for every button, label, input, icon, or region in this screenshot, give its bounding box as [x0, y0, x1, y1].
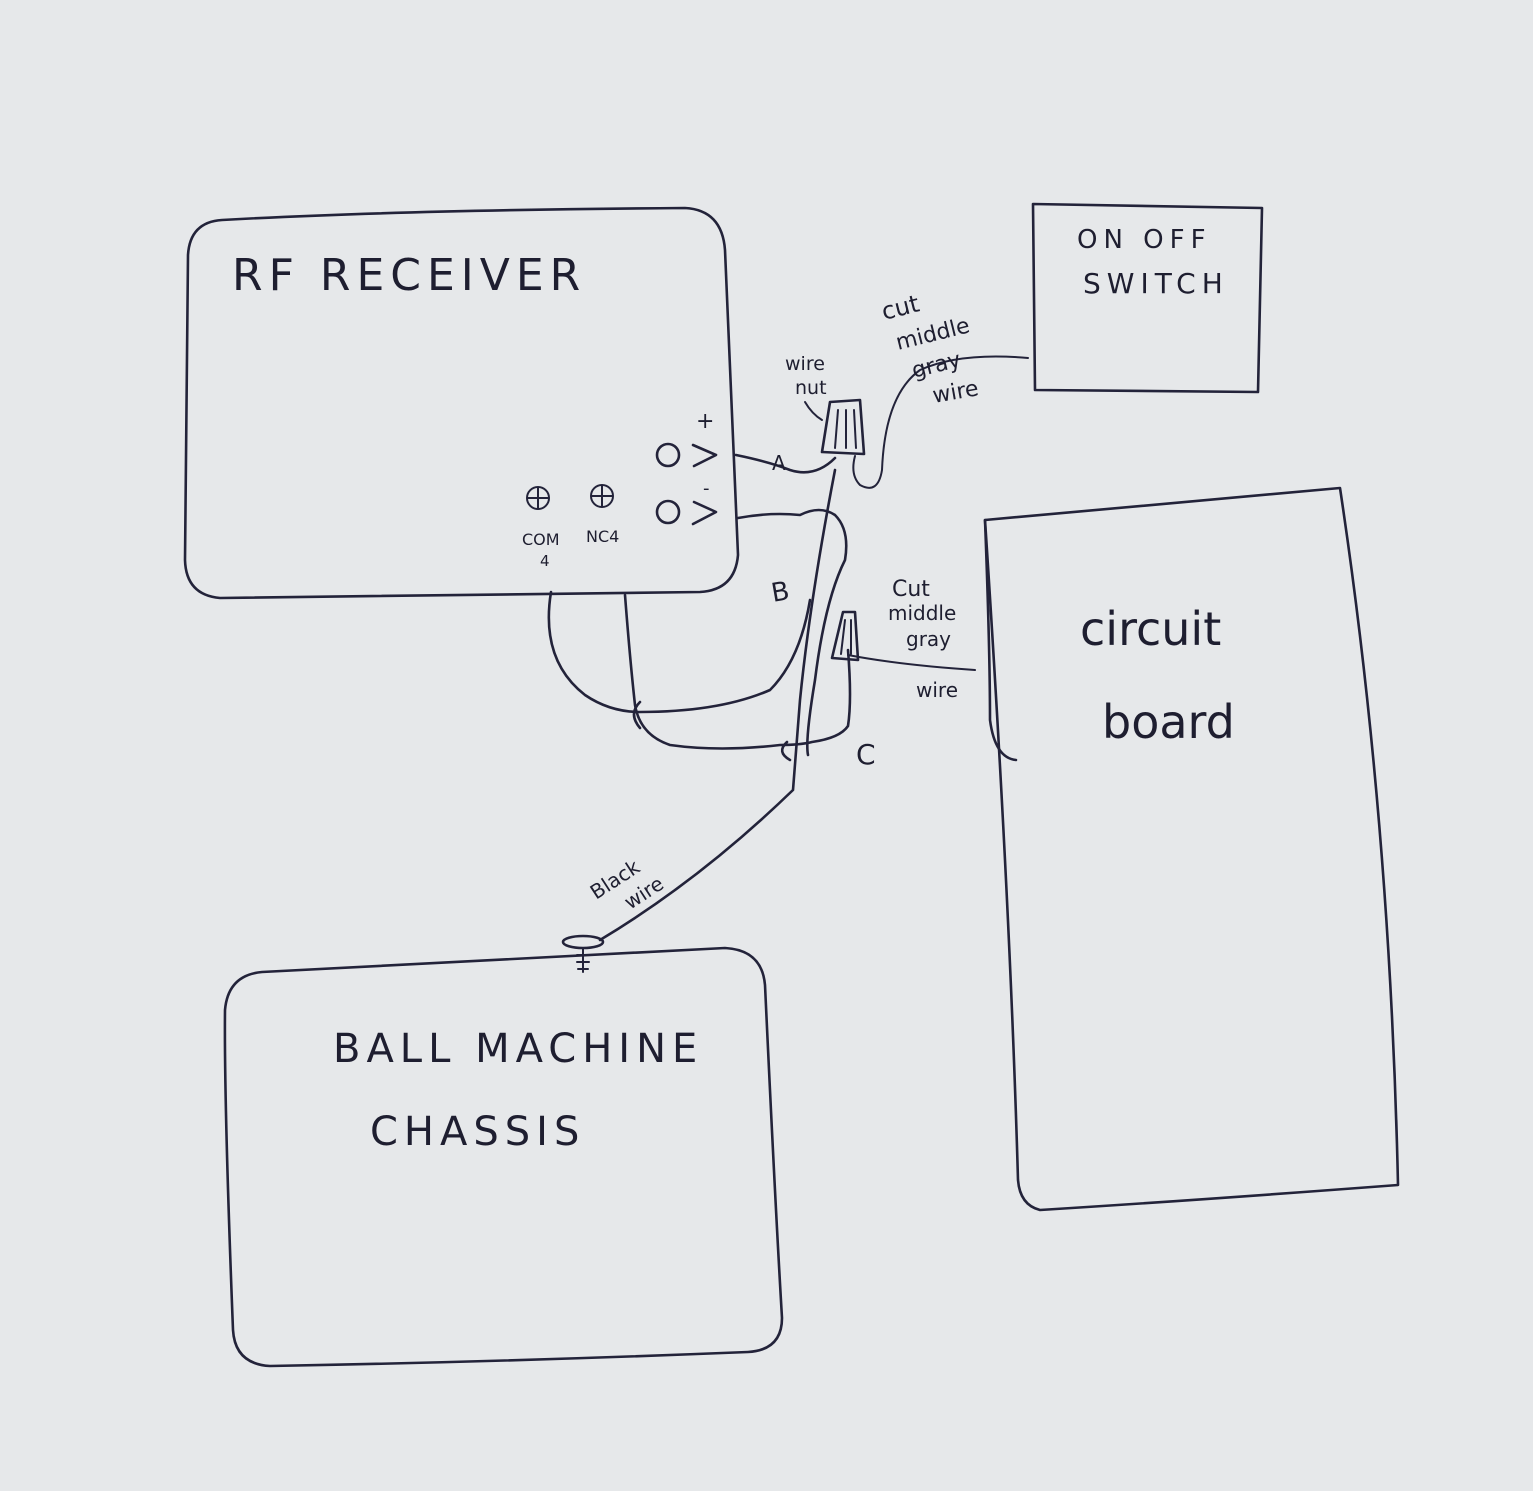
nc-label: NC4 [586, 527, 619, 546]
wire-minus-terminal [736, 508, 848, 757]
rf-receiver-box [183, 206, 740, 600]
wire-com-loop [547, 590, 812, 714]
ball-machine-label-line2: CHASSIS [370, 1109, 585, 1155]
wire-nut-bottom-ribs [840, 619, 852, 655]
wire-nc-loop [623, 593, 852, 750]
circuit-board-label-line1: circuit [1080, 602, 1221, 656]
circuit-board-inner-edge [983, 518, 1018, 762]
wires [547, 355, 1029, 942]
crimp-left [632, 700, 642, 730]
minus-terminal-arrow [691, 500, 718, 526]
rf-receiver-title: RF RECEIVER [232, 250, 586, 301]
wire-nut-pointer [804, 401, 823, 421]
lower-cut-label-line3: gray [906, 627, 951, 651]
circuit-board-box [983, 486, 1400, 1212]
wire-nut-top-icon [820, 398, 866, 456]
wire-nut-bottom-icon [830, 610, 860, 662]
ball-machine-label-line1: BALL MACHINE [333, 1026, 703, 1072]
plus-terminal-arrow [691, 443, 718, 468]
on-off-switch-box [1031, 202, 1264, 394]
lower-cut-label-line1: Cut [892, 577, 930, 602]
circuit-board-label-line2: board [1102, 695, 1235, 749]
wire-nut-bottom [830, 610, 860, 662]
point-a-label: A [772, 451, 786, 475]
minus-terminal-label: - [703, 478, 710, 499]
lower-cut-label-line2: middle [888, 601, 956, 625]
on-off-switch: ON OFF SWITCH [1031, 202, 1264, 394]
plus-terminal [655, 442, 681, 468]
ball-machine-chassis: BALL MACHINE CHASSIS [223, 934, 784, 1368]
wire-nut-top [820, 398, 866, 456]
com-number: 4 [540, 552, 550, 570]
nc-screw-slot [591, 485, 613, 507]
wire-b [598, 468, 837, 942]
minus-terminal [655, 499, 681, 525]
crimp-bottom [780, 740, 792, 762]
wire-board-gray [847, 654, 976, 671]
rf-receiver: RF RECEIVER + - COM 4 NC4 [183, 206, 740, 600]
wire-nut-label-line1: wire [785, 353, 825, 375]
point-c-label: C [856, 738, 876, 771]
point-b-label: B [769, 576, 792, 609]
circuit-board: circuit board [983, 486, 1400, 1212]
switch-label-line1: ON OFF [1077, 225, 1212, 255]
com-label: COM [522, 530, 560, 549]
switch-label-line2: SWITCH [1083, 267, 1229, 300]
wire-nut-top-ribs [834, 409, 857, 449]
wire-switch-gray [852, 355, 1029, 489]
ground-screw-shaft [576, 947, 590, 973]
ball-machine-chassis-box [223, 946, 784, 1368]
plus-terminal-label: + [696, 409, 714, 434]
wire-a [734, 453, 837, 474]
wire-nut-label-line2: nut [795, 377, 827, 399]
com-screw-slot [527, 487, 549, 509]
lower-cut-label-line4: wire [916, 678, 958, 702]
